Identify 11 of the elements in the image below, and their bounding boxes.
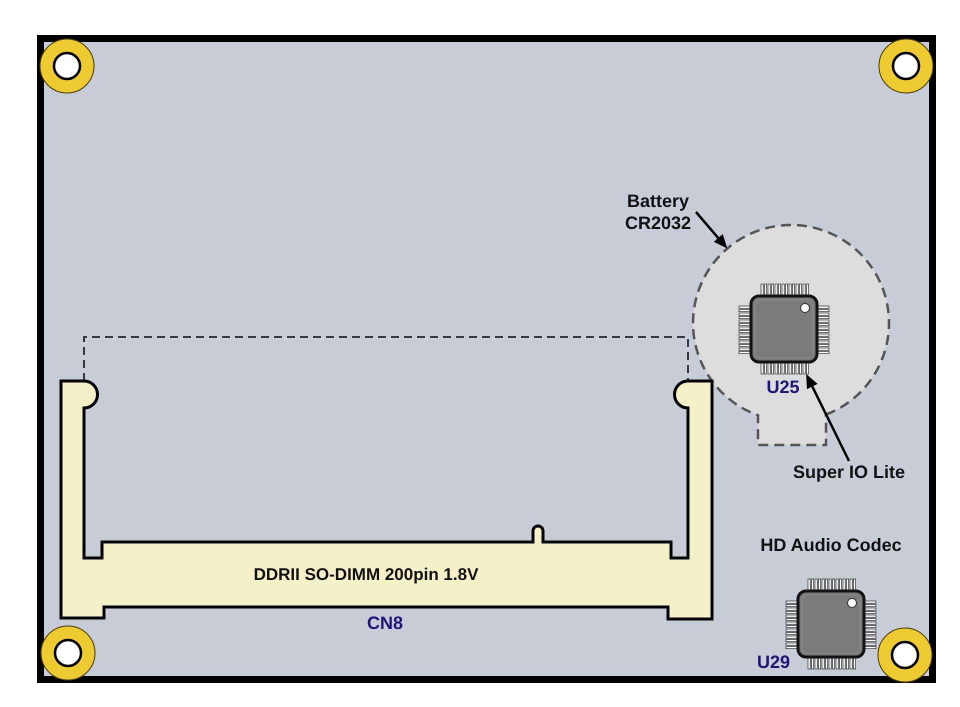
ic-chip [739,284,829,374]
leader-arrow [806,374,850,462]
reference-designator: U29 [757,651,790,673]
reference-designator: CN8 [367,612,403,634]
component-label: Super IO Lite [792,461,906,483]
component-label: Battery CR2032 [620,190,696,234]
leader-arrow [695,211,728,249]
slot-label: DDRII SO-DIMM 200pin 1.8V [254,564,478,586]
battery-outline [691,223,891,449]
reference-designator: U25 [766,376,800,398]
component-label: HD Audio Codec [760,534,902,556]
